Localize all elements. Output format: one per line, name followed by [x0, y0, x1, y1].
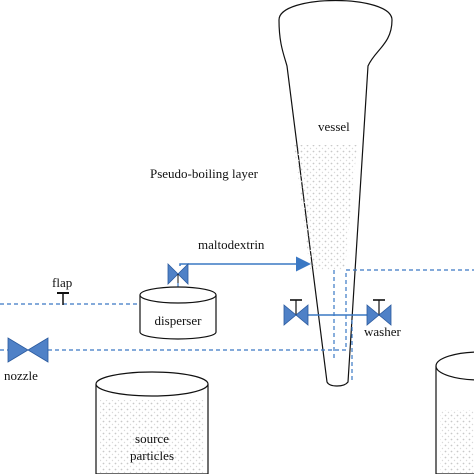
pseudo-boiling-label: Pseudo-boiling layer	[150, 166, 259, 181]
flap-label: flap	[52, 275, 72, 290]
vessel	[278, 0, 393, 387]
nozzle-valve-icon	[7, 337, 49, 363]
maltodextrin-arrow	[179, 256, 311, 272]
source-label-line2: particles	[130, 448, 174, 463]
left-washer-valve-icon	[283, 299, 309, 326]
vessel-particle-bed	[294, 145, 357, 270]
maltodextrin-label: maltodextrin	[198, 237, 265, 252]
washer-valve-icon	[366, 299, 392, 326]
disperser-label: disperser	[155, 313, 203, 328]
disperser-valve-icon	[167, 263, 189, 285]
source-particles-tank	[95, 371, 209, 474]
washer-label: washer	[364, 324, 401, 339]
source-label-line1: source	[135, 431, 169, 446]
nozzle-line	[48, 269, 474, 351]
disperser-tank	[139, 286, 217, 340]
flap-icon	[57, 292, 69, 305]
vessel-label: vessel	[318, 119, 350, 134]
collector-tank	[435, 351, 474, 474]
nozzle-label: nozzle	[4, 368, 38, 383]
pipes	[0, 256, 474, 440]
